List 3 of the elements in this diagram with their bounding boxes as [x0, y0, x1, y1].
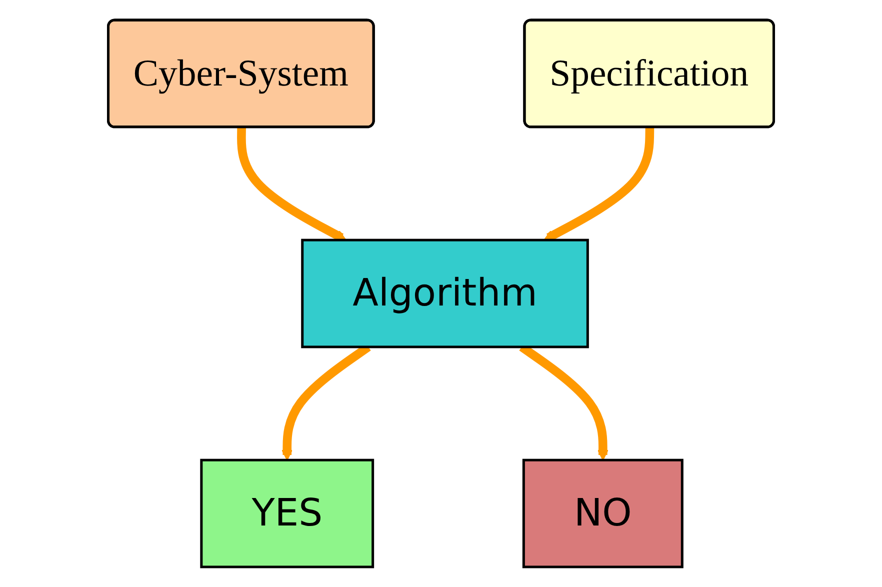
node-box: YES — [200, 458, 374, 568]
node-box: NO — [522, 458, 684, 568]
node-box: Algorithm — [301, 238, 589, 348]
